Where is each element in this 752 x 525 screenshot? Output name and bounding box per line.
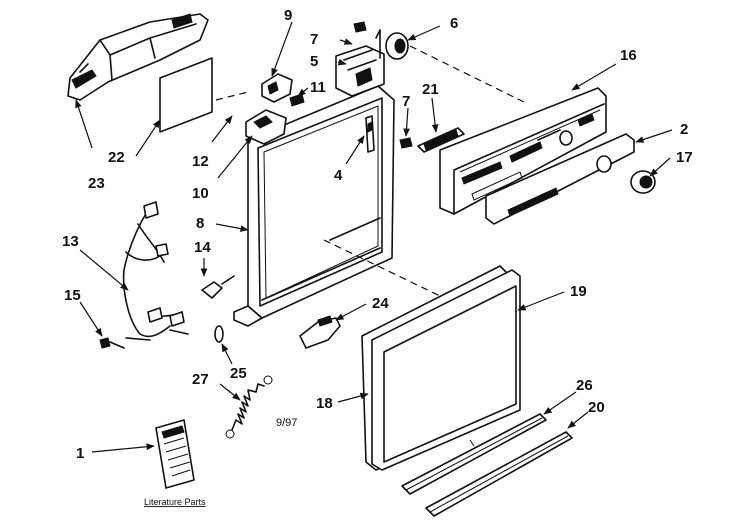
part-20-bottom-trim	[425, 431, 573, 517]
part-6-selector-knob	[385, 32, 409, 60]
callout-14: 14	[194, 239, 211, 256]
part-5-switch-assembly	[335, 29, 385, 97]
callout-17: 17	[676, 149, 693, 166]
callout-8: 8	[196, 215, 204, 232]
callout-20: 20	[588, 399, 605, 416]
alignment-lines	[215, 45, 529, 297]
callout-19: 19	[570, 283, 587, 300]
part-23-console-bracket	[67, 13, 209, 101]
part-2-control-trim	[485, 133, 635, 225]
callout-23: 23	[88, 175, 105, 192]
callout-21: 21	[422, 81, 439, 98]
part-17-knob	[630, 170, 656, 194]
part-24-door-clip	[299, 315, 341, 349]
callout-24: 24	[372, 295, 389, 312]
part-4-latch-strip	[365, 115, 375, 153]
callout-22: 22	[108, 149, 125, 166]
literature-caption: Literature Parts	[144, 497, 206, 507]
part-7-screw-lower	[399, 137, 413, 149]
part-15-screw	[99, 337, 125, 349]
leader-lines	[75, 21, 673, 453]
callout-2: 2	[680, 121, 688, 138]
callout-1: 1	[76, 445, 84, 462]
callout-labels: 9 7 5 6 16 11 7 21 2 17 12 22 23 10 4 8 …	[62, 7, 693, 462]
callout-25: 25	[230, 365, 247, 382]
callout-15: 15	[64, 287, 81, 304]
callout-16: 16	[620, 47, 637, 64]
part-11-screw	[289, 93, 305, 107]
callout-5: 5	[310, 53, 318, 70]
part-19-door-panel-insert	[371, 269, 521, 471]
part-21-button-block	[417, 127, 465, 153]
part-22-insulation-panel	[159, 57, 213, 133]
callout-10: 10	[192, 185, 209, 202]
callout-11: 11	[310, 79, 326, 96]
callout-26: 26	[576, 377, 593, 394]
part-13-wire-harness	[122, 201, 189, 341]
part-26-trim-strip	[401, 413, 547, 495]
part-25-spacer	[214, 325, 224, 343]
callout-7-lower: 7	[402, 93, 410, 110]
part-1-literature-card	[155, 419, 195, 489]
date-code: 9/97	[276, 417, 297, 429]
callout-6: 6	[450, 15, 458, 32]
callout-27: 27	[192, 371, 209, 388]
callout-18: 18	[316, 395, 333, 412]
callout-13: 13	[62, 233, 79, 250]
part-16-control-panel	[439, 87, 607, 215]
part-27-door-spring	[225, 375, 273, 439]
part-9-hinge-support	[261, 73, 293, 103]
callout-12: 12	[192, 153, 209, 170]
callout-7-top: 7	[310, 31, 318, 48]
callout-4: 4	[334, 167, 343, 184]
part-14-door-switch	[201, 275, 235, 299]
callout-9: 9	[284, 7, 292, 24]
part-7-screw-top	[353, 21, 367, 33]
